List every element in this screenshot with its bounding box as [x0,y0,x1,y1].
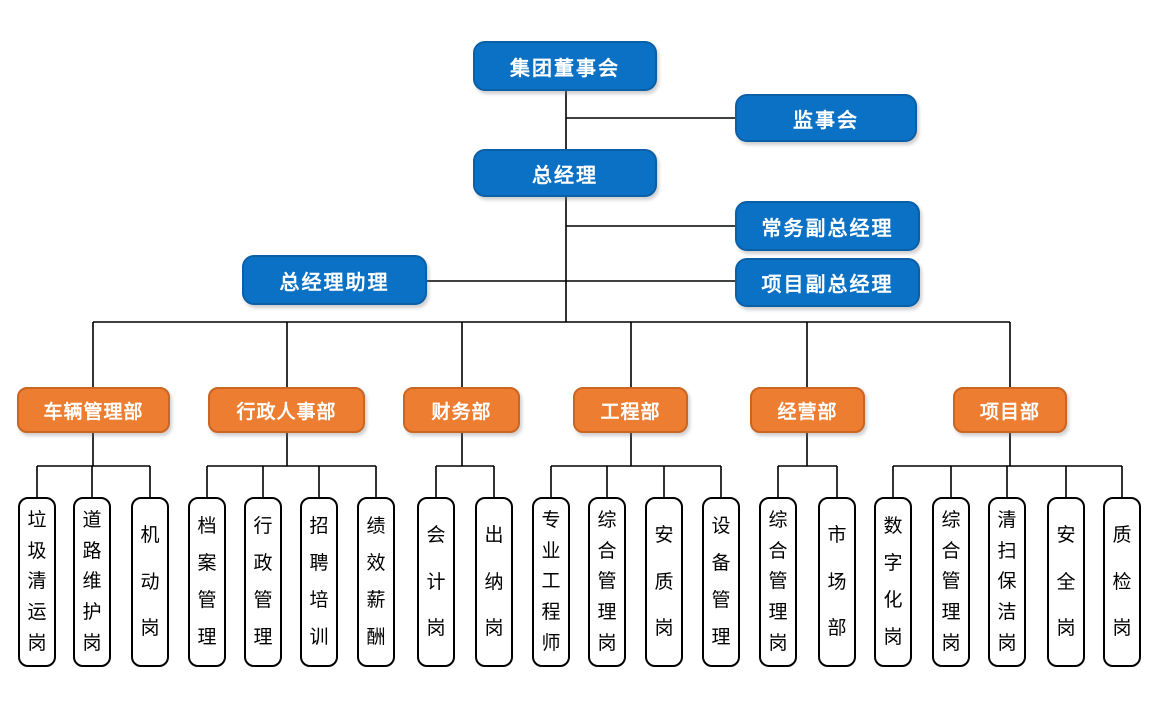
node-general-manager: 总经理 [473,149,657,197]
node-position: 数字化岗 [874,497,912,667]
node-position: 综合管理岗 [759,497,797,667]
position-label: 机动岗 [140,524,160,639]
node-group-board: 集团董事会 [473,41,657,91]
node-position: 综合管理岗 [932,497,970,667]
position-label: 行政管理 [253,515,273,648]
node-executive-deputy-gm: 常务副总经理 [735,201,920,251]
node-position: 市场部 [818,497,856,667]
position-label: 设备管理 [711,515,731,648]
position-label: 质检岗 [1112,524,1132,639]
position-label: 绩效薪酬 [366,515,386,648]
position-label: 安质岗 [654,524,674,639]
node-dept-project: 项目部 [953,387,1067,433]
position-label: 综合管理岗 [941,508,961,655]
node-position: 档案管理 [188,497,226,667]
position-label: 清扫保洁岗 [997,508,1017,655]
position-label: 档案管理 [197,515,217,648]
node-position: 质检岗 [1103,497,1141,667]
node-dept-admin-hr: 行政人事部 [208,387,365,433]
position-label: 安全岗 [1056,524,1076,639]
node-supervisory-board: 监事会 [735,94,917,142]
node-position: 专业工程师 [532,497,570,667]
node-position: 设备管理 [702,497,740,667]
position-label: 道路维护岗 [82,508,102,655]
node-position: 行政管理 [244,497,282,667]
node-position: 机动岗 [131,497,169,667]
node-position: 垃圾清运岗 [18,497,56,667]
node-dept-operations: 经营部 [750,387,865,433]
node-dept-engineering: 工程部 [573,387,688,433]
node-position: 招聘培训 [300,497,338,667]
position-label: 出纳岗 [484,524,504,639]
position-label: 招聘培训 [309,515,329,648]
node-project-deputy-gm: 项目副总经理 [735,258,920,307]
position-label: 市场部 [827,524,847,639]
position-label: 数字化岗 [883,515,903,648]
node-position: 会计岗 [417,497,455,667]
node-position: 道路维护岗 [73,497,111,667]
node-dept-vehicle-management: 车辆管理部 [17,387,170,433]
node-position: 绩效薪酬 [357,497,395,667]
position-label: 专业工程师 [541,508,561,655]
node-dept-finance: 财务部 [403,387,520,433]
node-position: 出纳岗 [475,497,513,667]
position-label: 会计岗 [426,524,446,639]
node-position: 清扫保洁岗 [988,497,1026,667]
node-position: 综合管理岗 [588,497,626,667]
position-label: 综合管理岗 [597,508,617,655]
node-position: 安全岗 [1047,497,1085,667]
node-gm-assistant: 总经理助理 [242,255,427,305]
node-position: 安质岗 [645,497,683,667]
position-label: 垃圾清运岗 [27,508,47,655]
position-label: 综合管理岗 [768,508,788,655]
